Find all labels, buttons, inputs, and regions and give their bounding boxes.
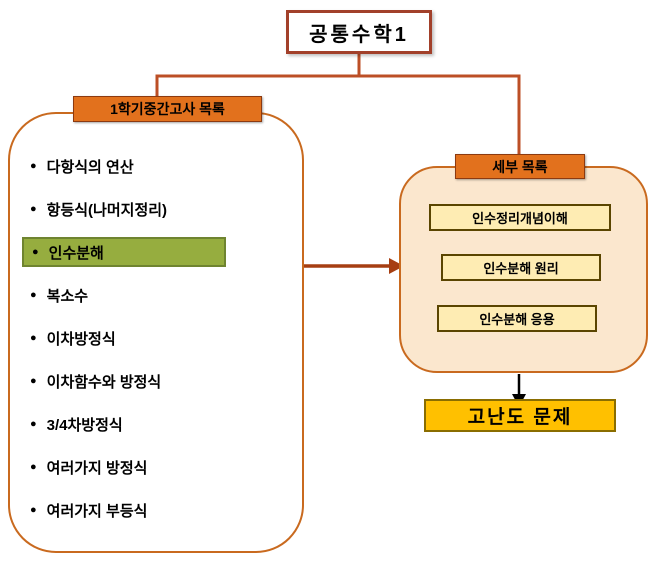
- list-item: ● 여러가지 부등식: [22, 495, 284, 525]
- list-item: ● 복소수: [22, 280, 284, 310]
- list-item-highlighted: ● 인수분해: [22, 237, 226, 267]
- page-title: 공통수학1: [286, 10, 432, 54]
- midterm-list-header: 1학기중간고사 목록: [73, 96, 262, 122]
- list-item: ● 항등식(나머지정리): [22, 194, 284, 224]
- bullet-icon: ●: [30, 159, 37, 172]
- detail-item-concept: 인수정리개념이해: [429, 204, 611, 231]
- midterm-list-panel: [8, 112, 304, 553]
- advanced-problems-box: 고난도 문제: [424, 399, 616, 432]
- bullet-icon: ●: [30, 460, 37, 473]
- detail-item-principle: 인수분해 원리: [441, 254, 601, 281]
- list-item: ● 3/4차방정식: [22, 409, 284, 439]
- bullet-icon: ●: [32, 245, 39, 258]
- list-item-label: 3/4차방정식: [46, 416, 123, 434]
- bullet-icon: ●: [30, 374, 37, 387]
- bullet-icon: ●: [30, 202, 37, 215]
- bullet-icon: ●: [30, 288, 37, 301]
- midterm-topic-list: ● 다항식의 연산 ● 항등식(나머지정리) ● 인수분해 ● 복소수 ● 이차…: [22, 151, 284, 538]
- detail-list-header: 세부 목록: [455, 154, 585, 179]
- list-item-label: 이차방정식: [46, 330, 116, 348]
- list-item-label: 복소수: [46, 287, 89, 305]
- list-item-label: 여러가지 방정식: [46, 459, 148, 477]
- list-item-label: 인수분해: [48, 244, 104, 262]
- list-item: ● 여러가지 방정식: [22, 452, 284, 482]
- bullet-icon: ●: [30, 417, 37, 430]
- list-item-label: 여러가지 부등식: [46, 502, 148, 520]
- bullet-icon: ●: [30, 503, 37, 516]
- detail-item-application: 인수분해 응용: [437, 305, 597, 332]
- list-item-label: 이차함수와 방정식: [46, 373, 162, 391]
- list-item: ● 이차함수와 방정식: [22, 366, 284, 396]
- list-item-label: 항등식(나머지정리): [46, 201, 168, 219]
- list-item: ● 다항식의 연산: [22, 151, 284, 181]
- bullet-icon: ●: [30, 331, 37, 344]
- list-item: ● 이차방정식: [22, 323, 284, 353]
- list-item-label: 다항식의 연산: [46, 158, 134, 176]
